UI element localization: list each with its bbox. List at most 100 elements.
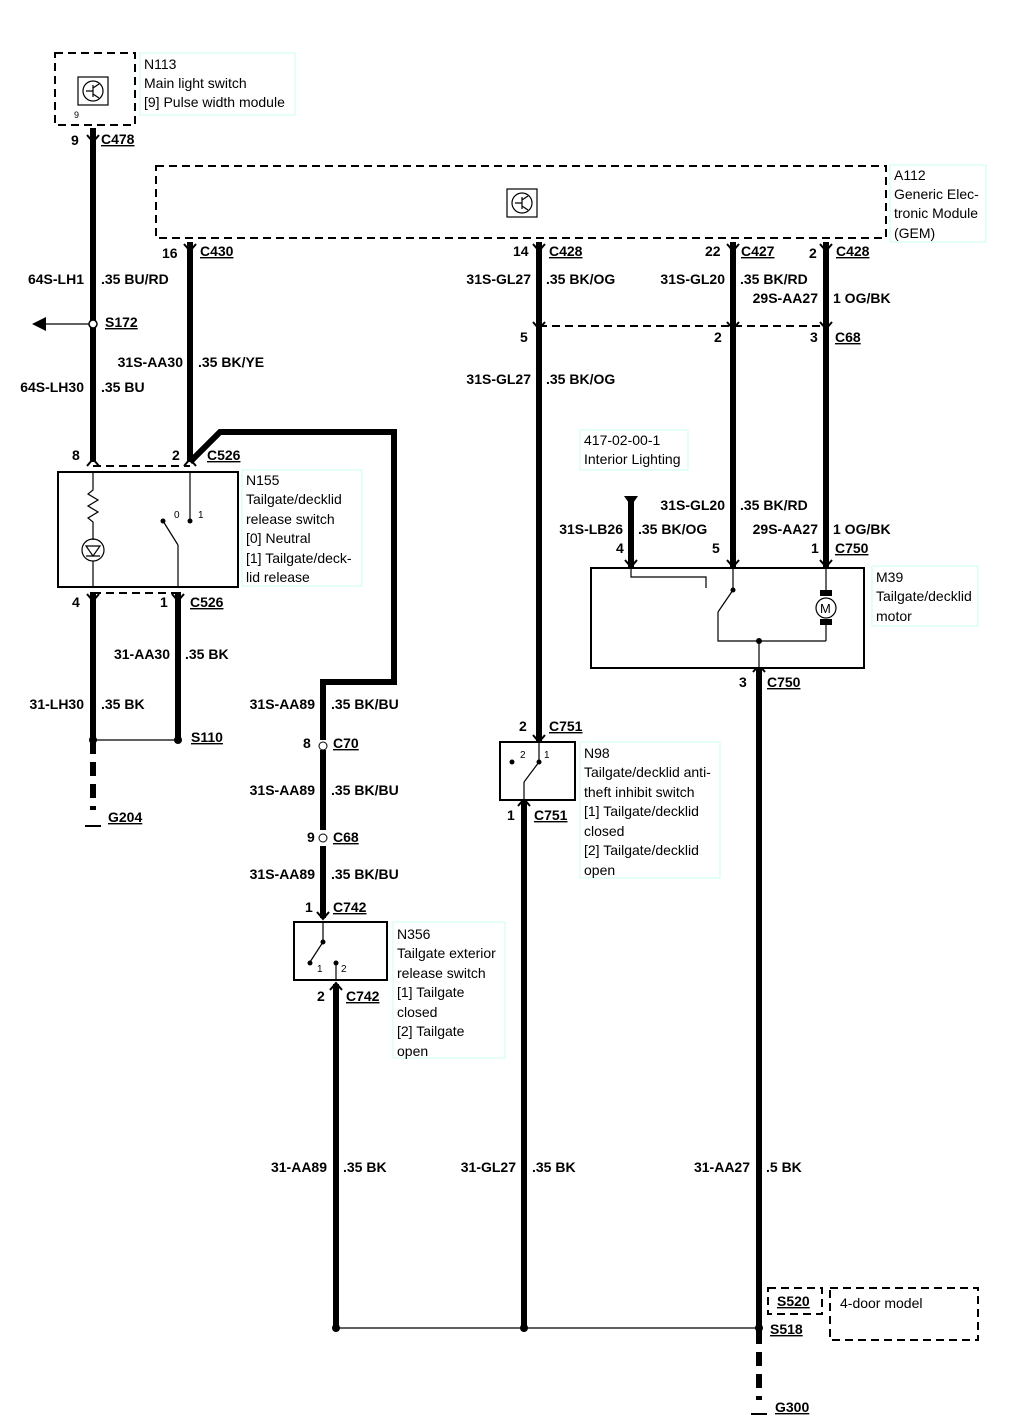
ground-label: G300	[775, 1399, 809, 1415]
reference-label: Interior Lighting	[584, 451, 681, 467]
connector-label: C750	[835, 540, 869, 556]
pin-label: 8	[72, 447, 80, 463]
transistor-icon	[82, 80, 104, 102]
interior-lighting-reference: 417-02-00-1 Interior Lighting	[579, 429, 689, 471]
switch-pos-label: 0	[174, 510, 180, 521]
component-label: [1] Tailgate	[397, 984, 465, 1000]
ground-label: G204	[108, 809, 142, 825]
component-label: [1] Tailgate/decklid	[584, 803, 699, 819]
wire-spec: .35 BK	[101, 696, 145, 712]
wire-labels: 64S-LH1 .35 BU/RD 64S-LH30 .35 BU 31S-AA…	[20, 271, 890, 1175]
pin-label: 3	[810, 329, 818, 345]
component-label: [2] Tailgate	[397, 1023, 465, 1039]
m39-tailgate-motor: M M39 Tailgate/decklid motor	[590, 565, 979, 669]
wire-spec: .35 BK/YE	[198, 354, 264, 370]
connector-names: C478 C430 C428 C427 C428 S172 C68 C526 C…	[101, 131, 870, 1415]
wire-code: 31-AA30	[114, 646, 170, 662]
pin-numbers: 9 16 14 22 2 5 2 3 8 2 4 1 4 5 1 3 8 2 1…	[71, 132, 819, 1004]
arrow-left-icon	[32, 317, 46, 331]
connector-label: C751	[549, 718, 583, 734]
a112-generic-electronic-module: A112 Generic Elec- tronic Module (GEM)	[155, 164, 987, 243]
wire-spec: .35 BK/OG	[546, 371, 615, 387]
component-label: (GEM)	[894, 225, 935, 241]
connector-label: C428	[836, 243, 870, 259]
switch-pos-label: 2	[520, 750, 526, 761]
component-label: open	[584, 862, 615, 878]
component-label: theft inhibit switch	[584, 784, 695, 800]
wire-spec: .35 BU/RD	[101, 271, 169, 287]
connector-label: C742	[346, 988, 380, 1004]
wire-spec: .35 BK/BU	[331, 696, 399, 712]
component-label: Generic Elec-	[894, 186, 979, 202]
pin-label: 5	[712, 540, 720, 556]
component-label: [0] Neutral	[246, 530, 311, 546]
wire-spec: .35 BK	[532, 1159, 576, 1175]
wire-code: 31S-AA89	[250, 782, 316, 798]
component-label: [1] Tailgate/deck-	[246, 550, 352, 566]
component-id: N356	[397, 926, 431, 942]
switch-pos-label: 1	[317, 964, 323, 975]
four-door-model-note: 4-door model	[767, 1287, 979, 1341]
transistor-icon	[511, 192, 533, 214]
component-label: release switch	[397, 965, 486, 981]
wire-spec: .35 BK/BU	[331, 866, 399, 882]
pin-label: 3	[739, 674, 747, 690]
pin-label: 2	[317, 988, 325, 1004]
wire-code: 31S-AA89	[250, 696, 316, 712]
wire-spec: .5 BK	[766, 1159, 802, 1175]
connector-label: C526	[207, 447, 241, 463]
n356-exterior-release-switch: 1 2 N356 Tailgate exterior release switc…	[293, 921, 506, 1059]
pin-label: 1	[305, 899, 313, 915]
note-label: 4-door model	[840, 1295, 923, 1311]
splice-label: S520	[777, 1293, 810, 1309]
connector-label: C750	[767, 674, 801, 690]
wire-code: 31S-GL27	[466, 271, 531, 287]
wire-spec: 1 OG/BK	[833, 521, 891, 537]
component-label: tronic Module	[894, 205, 978, 221]
motor-symbol: M	[820, 601, 831, 616]
component-label: Tailgate/decklid	[876, 588, 972, 604]
pin-label: 5	[520, 329, 528, 345]
component-id: A112	[894, 167, 926, 183]
splice-label: S110	[191, 729, 223, 745]
pin-label: 14	[513, 243, 529, 259]
connector-label: C428	[549, 243, 583, 259]
component-label: Tailgate/decklid anti-	[584, 764, 711, 780]
component-label: lid release	[246, 569, 310, 585]
pin-label: 4	[72, 594, 80, 610]
wire-spec: .35 BK	[343, 1159, 387, 1175]
wire-code: 31-GL27	[461, 1159, 516, 1175]
component-id: M39	[876, 569, 903, 585]
connector-label: C427	[741, 243, 775, 259]
pin-label: 1	[160, 594, 168, 610]
pin-label: 8	[303, 735, 311, 751]
pin-label: 9	[71, 132, 79, 148]
motor-icon	[815, 597, 837, 619]
wire-code: 29S-AA27	[753, 290, 819, 306]
component-label: motor	[876, 608, 912, 624]
component-id: N98	[584, 745, 610, 761]
pin-label: 2	[714, 329, 722, 345]
wire-code: 31-AA89	[271, 1159, 327, 1175]
connector-label: C68	[333, 829, 359, 845]
component-label: release switch	[246, 511, 335, 527]
component-label: Main light switch	[144, 75, 247, 91]
component-label: closed	[584, 823, 624, 839]
wire-code: 31S-AA30	[118, 354, 184, 370]
wire-code: 31-LH30	[30, 696, 85, 712]
switch-pos-label: 1	[544, 750, 550, 761]
component-id: N113	[144, 56, 177, 72]
wire-code: 31S-LB26	[559, 521, 623, 537]
wire-spec: .35 BK/OG	[546, 271, 615, 287]
component-label: Tailgate exterior	[397, 945, 496, 961]
pin-label: 2	[809, 245, 817, 261]
wire-code: 64S-LH30	[20, 379, 84, 395]
n113-main-light-switch: 9 N113 Main light switch [9] Pulse width…	[54, 52, 296, 126]
wire-code: 31S-GL27	[466, 371, 531, 387]
wire-spec: 1 OG/BK	[833, 290, 891, 306]
wire-spec: .35 BK/RD	[740, 271, 808, 287]
connector-label: C68	[835, 329, 861, 345]
pin-label: 1	[811, 540, 819, 556]
component-label: [2] Tailgate/decklid	[584, 842, 699, 858]
